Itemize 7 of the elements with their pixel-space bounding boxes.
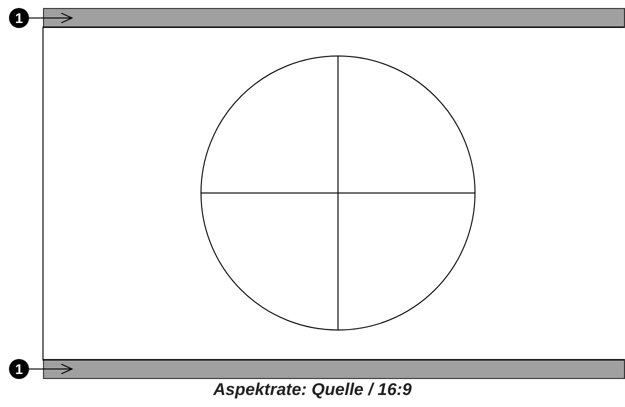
leader-arrow [28, 364, 72, 374]
letterbox-bar [43, 8, 625, 28]
letterbox-bar [43, 359, 625, 379]
leader-arrow [28, 12, 72, 24]
caption: Aspektrate: Quelle / 16:9 [212, 380, 413, 400]
callout-number: 1 [9, 359, 29, 379]
callout-number: 1 [9, 8, 29, 28]
